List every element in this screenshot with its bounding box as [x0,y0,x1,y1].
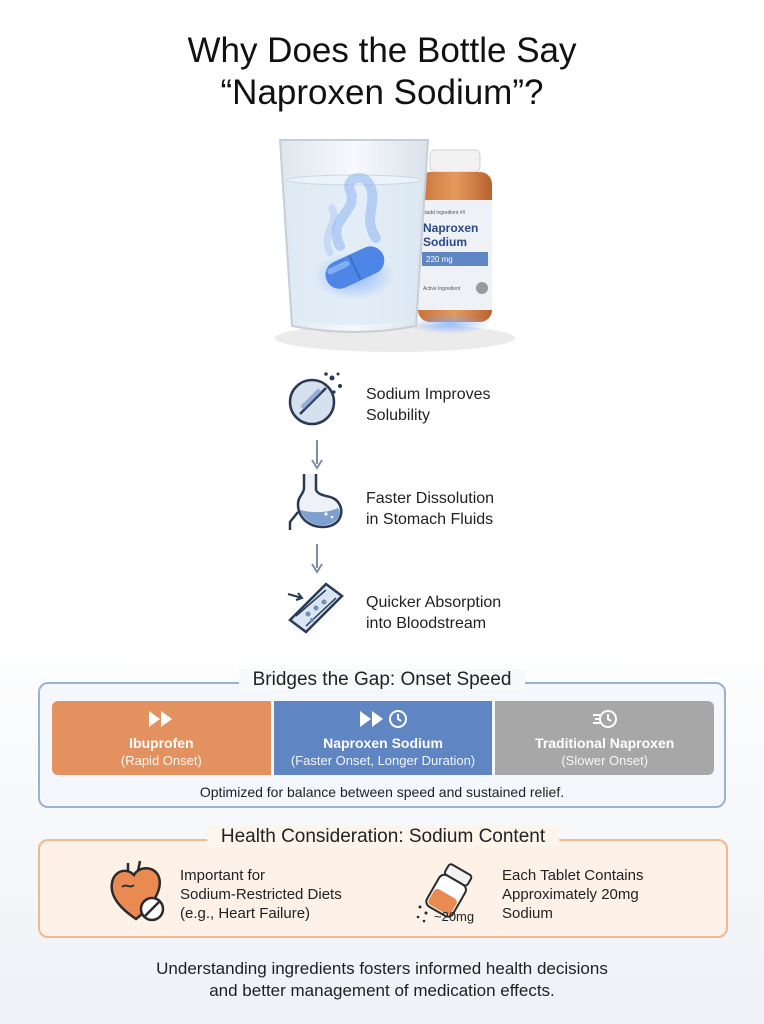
step-absorption: Quicker Absorption into Bloodstream [280,576,600,646]
footer-line-1: Understanding ingredients fosters inform… [156,959,608,978]
step-1-line-1: Sodium Improves [366,386,491,403]
card-ibuprofen-name: Ibuprofen [129,735,194,751]
card-traditional-naproxen-name: Traditional Naproxen [535,735,675,751]
footer-line-2: and better management of medication effe… [209,981,555,1000]
health-consideration-panel: Health Consideration: Sodium Content Imp… [38,826,728,938]
heart-restricted-icon [110,860,165,922]
onset-cards: Ibuprofen (Rapid Onset) Naproxen Sodium … [52,701,715,775]
salt-shaker-icon [416,863,473,923]
fast-forward-icon [149,711,173,727]
fast-forward-icon [359,711,383,727]
blood-vessel-icon [287,582,344,634]
card-naproxen-sodium-name: Naproxen Sodium [323,735,443,751]
clock-icon [388,710,407,728]
card-traditional-naproxen-sub: (Slower Onset) [561,753,649,768]
step-solubility: Sodium Improves Solubility [280,368,600,438]
health-left-line-2: Sodium-Restricted Diets [180,886,342,903]
stomach-icon [288,474,343,530]
svg-text:Active Ingredient: Active Ingredient [423,286,461,292]
svg-text:220 mg: 220 mg [426,255,453,264]
card-ibuprofen: Ibuprofen (Rapid Onset) [52,701,271,775]
health-right-line-3: Sodium [502,905,553,922]
card-traditional-naproxen: Traditional Naproxen (Slower Onset) [495,701,715,775]
svg-text:Sodium: Sodium [423,235,467,249]
health-right-line-2: Approximately 20mg [502,886,639,903]
down-arrow-icon [311,544,323,574]
onset-title: Bridges the Gap: Onset Speed [238,669,526,690]
step-3-line-2: into Bloodstream [366,615,487,632]
card-ibuprofen-sub: (Rapid Onset) [120,753,202,768]
medicine-bottle: Nadd ingredient ## Naproxen Sodium 220 m… [418,149,492,322]
dissolving-pill-icon [288,372,342,426]
title-line-2: “Naproxen Sodium”? [220,73,544,112]
health-left-line-3: (e.g., Heart Failure) [180,905,311,922]
step-dissolution: Faster Dissolution in Stomach Fluids [280,472,600,542]
down-arrow-icon [311,440,323,470]
svg-text:Naproxen: Naproxen [423,221,478,235]
card-naproxen-sodium-sub: (Faster Onset, Longer Duration) [290,753,476,768]
footer-message: Understanding ingredients fosters inform… [0,958,764,1002]
step-3-line-1: Quicker Absorption [366,594,502,611]
step-2-line-2: in Stomach Fluids [366,511,494,528]
svg-text:Nadd ingredient ##: Nadd ingredient ## [423,210,465,216]
page-title: Why Does the Bottle Say “Naproxen Sodium… [0,30,764,114]
hero-illustration: Nadd ingredient ## Naproxen Sodium 220 m… [275,139,515,352]
water-glass [278,139,430,333]
onset-speed-panel: Bridges the Gap: Onset Speed Ibuprofen (… [38,669,726,808]
card-naproxen-sodium: Naproxen Sodium (Faster Onset, Longer Du… [273,701,493,775]
sodium-amount-label: ~20mg [434,909,475,924]
health-right-line-1: Each Tablet Contains [502,867,644,884]
health-title: Health Consideration: Sodium Content [206,826,560,847]
step-2-line-1: Faster Dissolution [366,490,495,507]
title-line-1: Why Does the Bottle Say [187,31,577,70]
health-left-line-1: Important for [180,867,266,884]
onset-note: Optimized for balance between speed and … [199,784,565,800]
step-1-line-2: Solubility [366,407,431,424]
slow-clock-icon [592,710,617,728]
